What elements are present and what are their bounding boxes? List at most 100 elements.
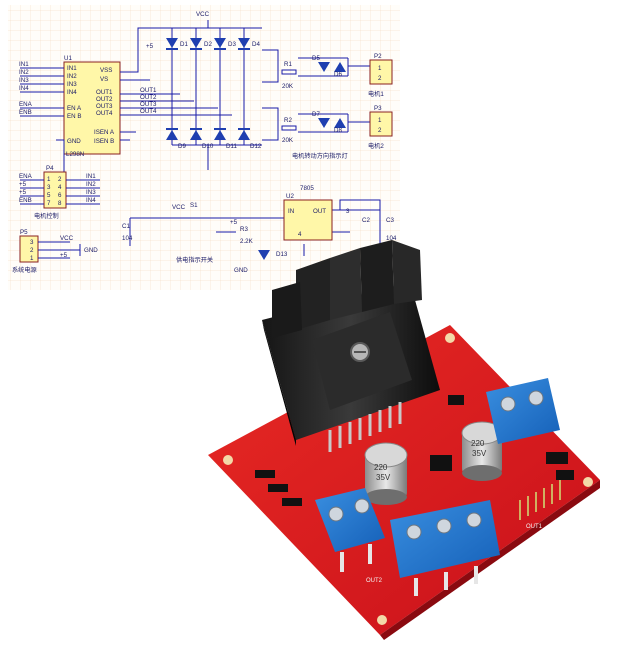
c3-value: 104 [386,235,397,242]
input-label-in1: IN1 [19,61,29,68]
input-label-enb: ENB [19,109,32,116]
r2-value: 20K [282,137,294,144]
p5-vcc: VCC [60,235,74,242]
pin-vs: VS [100,76,108,83]
diode-d2: D2 [204,41,212,48]
led-d6-label: D6 [334,71,342,78]
diode-d4: D4 [252,41,260,48]
r1-value: 20K [282,83,294,90]
p4-pin4: 4 [58,184,62,191]
pin-ena: EN A [67,105,82,112]
p4-label: 电机控制 [34,212,59,220]
connector-p3 [369,111,393,137]
smd-diode-3 [282,498,302,506]
led-d6 [334,62,346,72]
diode-d9: D9 [178,143,186,150]
pin-out4: OUT4 [96,110,113,117]
pin-in3: IN3 [67,81,77,88]
p4-left-5v: +5 [19,181,27,188]
p4-left-ena: ENA [19,173,33,180]
r2-ref: R2 [284,117,292,124]
pin-out3: OUT3 [96,103,113,110]
input-label-in4: IN4 [19,85,29,92]
led-d5 [318,62,330,72]
diode-d12: D12 [250,143,262,150]
chip-legs [328,402,402,452]
p2-ref: P2 [374,53,382,60]
schematic: U1 L298N IN1 IN2 IN3 IN4 EN A EN B GND V… [8,5,400,290]
p5-plus5: +5 [60,252,68,259]
led-d8-label: D8 [334,127,342,134]
diode-d3: D3 [228,41,236,48]
p2-pin1: 1 [378,65,382,72]
r1-ref: R1 [284,61,292,68]
p5-pin3: 3 [30,239,34,246]
u2-in: IN [288,208,294,215]
diode-d1: D1 [180,41,188,48]
gnd-label: GND [234,267,248,274]
terminal-block-motor-a[interactable] [315,488,385,572]
input-label-ena: ENA [19,101,33,108]
p4-pin5: 5 [47,192,51,199]
terminal-block-power[interactable] [390,500,500,596]
p5-gnd: GND [84,247,98,254]
p2-label: 电机1 [368,90,384,98]
diode-bank-bottom [166,128,250,140]
pin-vss: VSS [100,67,112,74]
p3-label: 电机2 [368,142,384,150]
led-d5-label: D5 [312,55,320,62]
pin-out1: OUT1 [96,89,113,96]
p3-ref: P3 [374,105,382,112]
r3-value: 2.2K [240,238,254,245]
c3-ref: C3 [386,217,394,224]
mount-hole-2 [445,333,455,343]
p4-pin1: 1 [47,176,51,183]
cap-label-left-1: 220 [374,463,388,472]
p2-pin2: 2 [378,75,382,82]
connector-p4 [43,171,67,209]
p4-pin8: 8 [58,200,62,207]
led-d8 [334,118,346,128]
pin-in4: IN4 [67,89,77,96]
pin-out2: OUT2 [96,96,113,103]
connector-p5 [19,235,39,263]
diode-d11: D11 [226,143,237,150]
p4-right-in2: IN2 [86,181,96,188]
mount-hole-3 [583,477,593,487]
s1-ref: S1 [190,202,198,209]
capacitor-left: 220 35V [364,442,408,505]
p4-pin3: 3 [47,184,51,191]
smd-diode-2 [268,484,288,492]
c1-value: 104 [122,235,133,242]
c2-ref: C2 [362,217,370,224]
cap-label-right-1: 220 [471,439,485,448]
jumper-header [519,452,574,520]
connector-p2 [369,59,393,85]
heatsink [262,240,440,446]
p4-ref: P4 [46,165,54,172]
pin-isena: ISEN A [94,129,115,136]
net-out1: OUT1 [140,87,157,94]
diode-d10: D10 [202,143,214,150]
terminal-block-motor-b[interactable] [486,378,560,444]
p3-pin2: 2 [378,127,382,134]
u2-ref: U2 [286,193,294,200]
c1-ref: C1 [122,223,130,230]
silk-out: OUT1 [526,524,543,530]
p4-right-in4: IN4 [86,197,96,204]
led-d7-label: D7 [312,111,320,118]
regulator-chip [430,455,452,471]
p5-ref: P5 [20,229,28,236]
u2-part: 7805 [300,185,314,192]
regulator-u2 [283,199,333,241]
smd-diode-1 [255,470,275,478]
cap-label-left-2: 35V [376,473,391,482]
u2-pin3: 3 [346,208,350,215]
mount-hole-4 [377,615,387,625]
p5-label: 系统电源 [12,266,37,274]
l298n-board: 220 35V 220 35V [208,240,600,640]
p5-pin1: 1 [30,255,34,262]
net-out3: OUT3 [140,101,157,108]
plus5v-label-2: +5 [230,219,238,226]
